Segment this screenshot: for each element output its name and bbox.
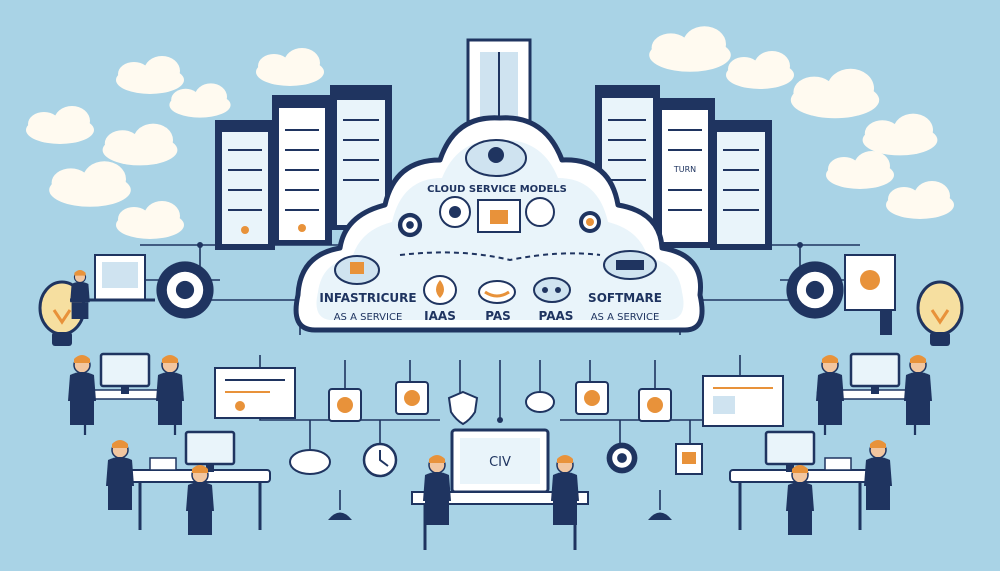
- model-sublabel-4: AS A SERVICE: [591, 312, 660, 323]
- team-desk-bottom-left: [106, 432, 270, 535]
- team-desk-left: [68, 354, 184, 435]
- center-monitor-text: CIV: [489, 455, 511, 470]
- model-sublabel-0: AS A SERVICE: [334, 312, 403, 323]
- chip-icon: [639, 389, 671, 421]
- gear-icon: [607, 443, 638, 474]
- team-desk-center: CIV: [412, 430, 588, 550]
- model-label-0: INFASTRICURE: [319, 291, 416, 305]
- lightbulb-icon: [918, 282, 962, 346]
- cloud-icon: [290, 450, 330, 474]
- cloud-icon: [328, 513, 672, 521]
- chip-icon: [396, 382, 428, 414]
- service-model-iaas: IAAS: [424, 276, 456, 323]
- cloud-title: CLOUD SERVICE MODELS: [427, 184, 567, 195]
- document-icon: [676, 444, 702, 474]
- shield-icon: [449, 392, 477, 424]
- gear-icon: [786, 261, 843, 318]
- model-label-3: PAAS: [539, 309, 574, 323]
- workstation-upper-right: [845, 255, 895, 335]
- clock-icon: [364, 444, 396, 476]
- cloud-icon: [526, 392, 554, 412]
- model-label-4: SOFTMARE: [588, 291, 662, 305]
- workstation-upper-left: [70, 255, 155, 319]
- server-label: TURN: [673, 165, 696, 174]
- chip-icon: [329, 389, 361, 421]
- chip-icon: [576, 382, 608, 414]
- gear-icon: [156, 261, 213, 318]
- model-label-2: PAS: [485, 309, 511, 323]
- team-desk-bottom-right: [730, 432, 892, 535]
- model-label-1: IAAS: [424, 309, 456, 323]
- team-desk-right: [816, 354, 932, 435]
